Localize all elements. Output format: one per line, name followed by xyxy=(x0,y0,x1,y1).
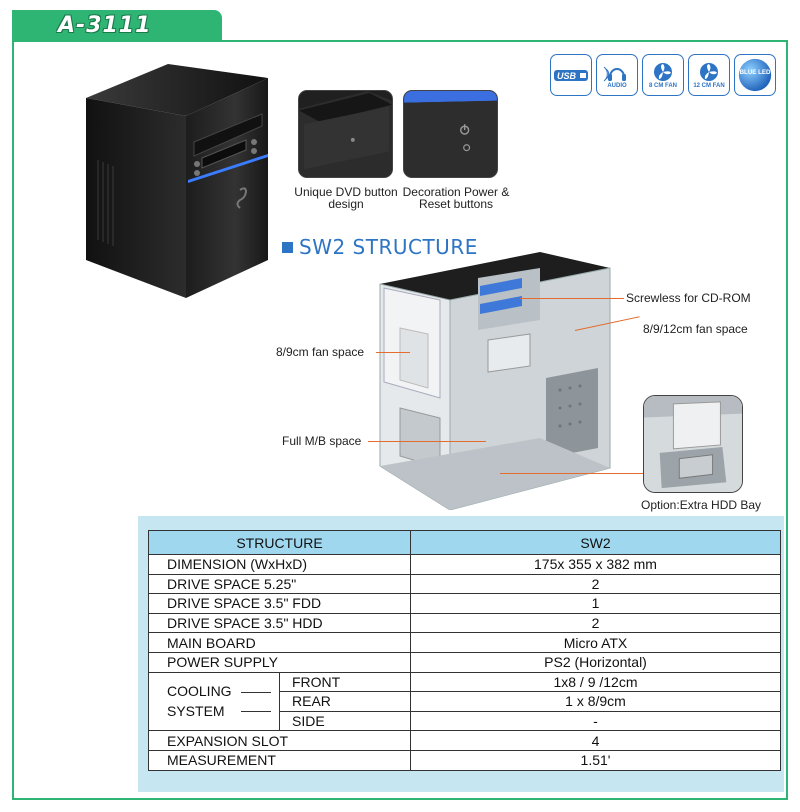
table-row: COOLING SYSTEM FRONT 1x8 / 9 /12cm xyxy=(148,671,781,732)
square-bullet-icon xyxy=(282,242,293,253)
fan-icon xyxy=(700,62,718,81)
fan12-badge: 12 CM FAN xyxy=(688,54,730,96)
hdd-bay-label: Option:Extra HDD Bay xyxy=(641,498,762,512)
svg-text:BLUE LED: BLUE LED xyxy=(740,69,771,76)
chassis-interior-image xyxy=(379,252,611,510)
hdd-bay-thumbnail xyxy=(643,395,743,493)
svg-text:USB: USB xyxy=(557,71,577,81)
structure-title: SW2 STRUCTURE xyxy=(282,235,478,259)
table-header-row: STRUCTURE SW2 xyxy=(148,530,781,555)
fan8-badge: 8 CM FAN xyxy=(642,54,684,96)
audio-badge: AUDIO xyxy=(596,54,638,96)
screwless-label: Screwless for CD-ROM xyxy=(626,291,751,305)
screwless-callout-line xyxy=(520,298,624,299)
table-row: SIDE - xyxy=(149,710,781,732)
headphones-icon xyxy=(603,66,626,81)
case-front-image xyxy=(86,64,268,298)
dvd-caption: Unique DVD button design xyxy=(294,185,398,211)
spec-table: STRUCTURE SW2 DIMENSION (WxHxD)175x 355 … xyxy=(148,530,781,771)
cooling-system-label: COOLING SYSTEM xyxy=(148,671,280,732)
mb-space-label: Full M/B space xyxy=(282,434,362,448)
decoration-caption: Decoration Power & Reset buttons xyxy=(402,185,510,211)
model-title: A-3111 xyxy=(12,10,222,42)
cooling-divider xyxy=(241,710,271,712)
hdd-bay-callout-line xyxy=(500,473,644,474)
table-row: DRIVE SPACE 5.25"2 xyxy=(148,573,781,595)
fan-icon xyxy=(654,62,672,81)
feature-badges: USB AUDIO 8 CM FAN 12 CM FAN BLUE LED xyxy=(550,54,776,96)
blueled-badge: BLUE LED xyxy=(734,54,776,96)
fan-space-left-label: 8/9cm fan space xyxy=(276,345,365,359)
header-sw2: SW2 xyxy=(410,530,781,555)
table-row: REAR 1 x 8/9cm xyxy=(149,691,781,712)
page-frame xyxy=(12,40,788,800)
cooling-divider xyxy=(241,691,271,693)
dvd-button-thumbnail xyxy=(298,90,393,178)
table-row: DIMENSION (WxHxD)175x 355 x 382 mm xyxy=(148,554,781,575)
mb-space-callout-line xyxy=(368,441,486,442)
usb-icon: USB xyxy=(554,70,588,81)
blue-led-icon: BLUE LED xyxy=(738,58,772,92)
fan-space-left-callout-line xyxy=(376,352,410,353)
header-structure: STRUCTURE xyxy=(148,530,411,555)
usb-badge: USB xyxy=(550,54,592,96)
power-reset-thumbnail xyxy=(403,90,498,178)
fan-space-right-label: 8/9/12cm fan space xyxy=(643,322,748,336)
